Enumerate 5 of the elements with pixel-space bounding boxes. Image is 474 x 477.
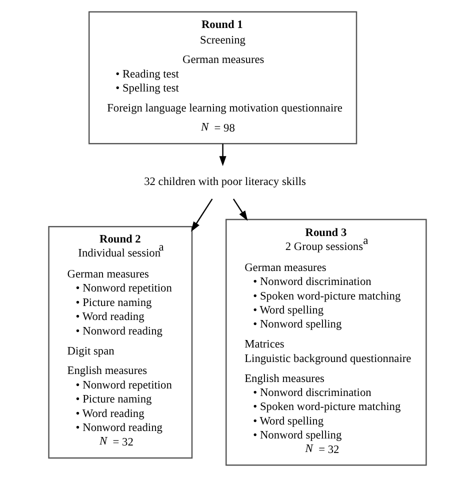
arrow: [232, 198, 248, 221]
node-text: 32 children with poor literacy skills: [144, 176, 306, 188]
arrow: [218, 144, 226, 166]
node-box: Round 1 Screening German measures • Reading test • Spelling test Foreign language learning motivation questionnaire N = 98: [88, 11, 357, 144]
arrow: [190, 198, 212, 232]
